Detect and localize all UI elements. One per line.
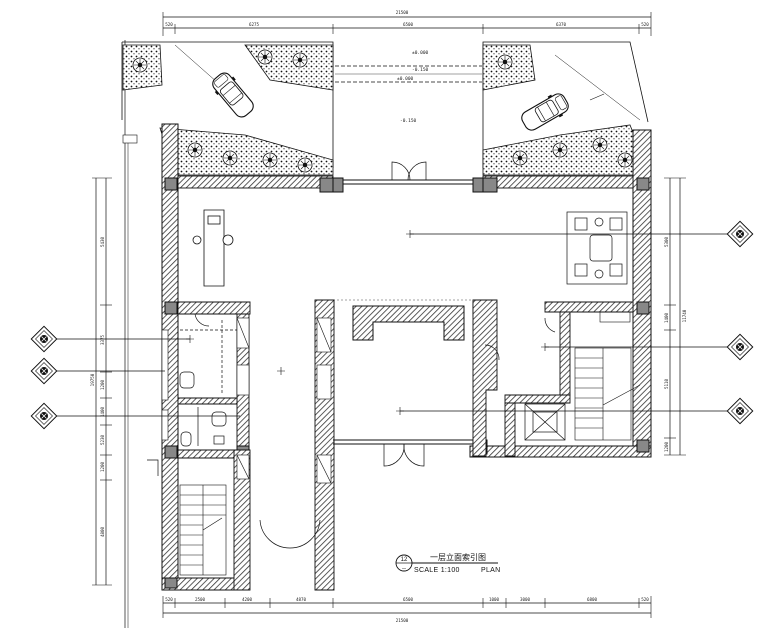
left-dim-6: 1200 <box>100 461 105 472</box>
lounge-furniture <box>566 211 628 285</box>
bottom-dim-8: 6800 <box>587 597 598 602</box>
bottom-dim-9: 520 <box>641 597 649 602</box>
right-dim-1: 5300 <box>664 236 669 247</box>
detail-sheet: -- <box>402 566 406 572</box>
left-dim-7: 4800 <box>100 526 105 537</box>
left-overall-dim: 19750 <box>90 373 95 386</box>
detail-number: 12 <box>401 557 408 563</box>
level-label-1: ±0.000 <box>412 50 429 56</box>
right-dim-3: 5110 <box>664 378 669 389</box>
bottom-dim-6: 1000 <box>489 597 500 602</box>
top-dim-3: 6500 <box>403 22 414 27</box>
doors <box>147 161 556 549</box>
left-dimension: 5430 3375 1200 1400 5230 1200 4800 19750 <box>90 177 112 586</box>
left-dim-4: 1400 <box>100 406 105 417</box>
right-overall-dim: 11740 <box>682 309 687 322</box>
top-dim-4: 6370 <box>556 22 567 27</box>
top-dimension: 21500 520 6275 6500 6370 520 <box>162 10 652 36</box>
elevation-marker-icon[interactable] <box>726 333 754 361</box>
right-dimension: 5300 1400 5110 1200 11740 <box>664 177 687 456</box>
top-dim-5: 520 <box>641 22 649 27</box>
elevation-marker-icon[interactable] <box>726 220 754 248</box>
bottom-dimension: 520 2500 4200 4870 6500 1000 3000 6800 5… <box>162 596 652 623</box>
elevator <box>524 403 566 441</box>
windows <box>161 317 332 484</box>
elevation-marker-icon[interactable] <box>30 402 58 430</box>
drawing-title: 一层立面索引图 <box>430 552 486 562</box>
restroom-fixtures <box>179 320 237 447</box>
left-dim-2: 3375 <box>100 334 105 345</box>
elevation-marker-icon[interactable] <box>30 325 58 353</box>
left-dim-5: 5230 <box>100 434 105 445</box>
left-dim-1: 5430 <box>100 236 105 247</box>
view-label: PLAN <box>481 567 501 574</box>
bottom-dim-2: 2500 <box>195 597 206 602</box>
bottom-dim-1: 520 <box>165 597 173 602</box>
right-dim-2: 1400 <box>664 312 669 323</box>
bottom-dim-5: 6500 <box>403 597 414 602</box>
top-dim-1: 520 <box>165 22 173 27</box>
elevation-index <box>52 233 738 417</box>
top-dim-2: 6275 <box>249 22 260 27</box>
level-label-3: ±0.000 <box>397 76 414 82</box>
bottom-dim-3: 4200 <box>242 597 253 602</box>
top-overall-dim: 21500 <box>396 10 409 15</box>
right-dim-4: 1200 <box>664 441 669 452</box>
landscape <box>121 40 651 628</box>
scale-label: SCALE 1:100 <box>414 567 460 574</box>
stair-left <box>179 484 227 576</box>
bottom-overall-dim: 21500 <box>396 618 409 623</box>
center-marks <box>186 230 549 415</box>
level-label-2: -0.150 <box>412 67 429 73</box>
stair-right <box>574 311 641 441</box>
reception-desk <box>192 209 234 287</box>
building-walls <box>161 123 652 591</box>
elevation-marker-icon[interactable] <box>726 397 754 425</box>
level-label-4: -0.150 <box>400 118 417 124</box>
elevation-marker-icon[interactable] <box>30 357 58 385</box>
title-block: 12 -- 一层立面索引图 SCALE 1:100 PLAN <box>395 552 501 574</box>
bottom-dim-7: 3000 <box>520 597 531 602</box>
left-dim-3: 1200 <box>100 379 105 390</box>
bottom-dim-4: 4870 <box>296 597 307 602</box>
